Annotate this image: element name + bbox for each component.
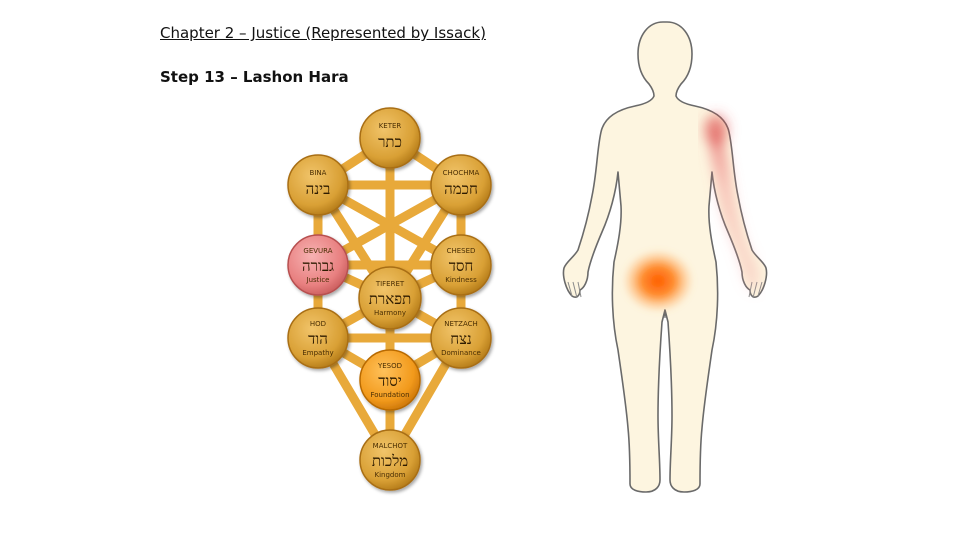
node-hod-name: HOD	[310, 320, 326, 328]
node-malchut-name: MALCHOT	[373, 442, 408, 450]
node-gevura-meaning: Justice	[306, 276, 330, 284]
node-chesed-hebrew: חסד	[449, 257, 474, 275]
node-bina: BINA בינה	[287, 154, 349, 216]
node-tiferet-name: TIFERET	[375, 280, 405, 288]
node-chesed-name: CHESED	[447, 247, 476, 255]
node-yesod-meaning: Foundation	[370, 391, 409, 399]
hip-pain-highlight	[622, 249, 694, 313]
node-gevura-name: GEVURA	[303, 247, 332, 255]
node-tiferet-hebrew: תפארת	[369, 290, 412, 308]
node-tiferet-meaning: Harmony	[374, 309, 406, 317]
node-netzach-name: NETZACH	[444, 320, 478, 328]
node-keter-hebrew: כתר	[378, 133, 402, 151]
node-yesod-name: YESOD	[377, 362, 402, 370]
node-chesed-meaning: Kindness	[445, 276, 477, 284]
node-yesod-hebrew: יסוד	[378, 372, 402, 390]
node-netzach-hebrew: נצח	[450, 330, 472, 348]
node-malchut: MALCHOT מלכות Kingdom	[359, 429, 421, 491]
node-chochma-hebrew: חכמה	[444, 180, 478, 198]
node-netzach-meaning: Dominance	[441, 349, 481, 357]
left-hand-fingers	[567, 281, 582, 299]
right-arm-pain-highlight	[704, 114, 760, 292]
node-chochma-name: CHOCHMA	[443, 169, 480, 177]
node-chochma: CHOCHMA חכמה	[430, 154, 492, 216]
node-hod-meaning: Empathy	[302, 349, 333, 357]
node-netzach: NETZACH נצח Dominance	[430, 307, 492, 369]
node-hod: HOD הוד Empathy	[287, 307, 349, 369]
node-bina-hebrew: בינה	[306, 180, 331, 198]
node-gevura: GEVURA גבורה Justice	[287, 234, 349, 296]
node-keter-name: KETER	[379, 122, 402, 130]
node-malchut-meaning: Kingdom	[375, 471, 406, 479]
step-subtitle: Step 13 – Lashon Hara	[160, 68, 349, 86]
page-title: Chapter 2 – Justice (Represented by Issa…	[160, 24, 486, 42]
node-bina-name: BINA	[310, 169, 327, 177]
node-chesed: CHESED חסד Kindness	[430, 234, 492, 296]
node-hod-hebrew: הוד	[308, 330, 328, 348]
node-yesod: YESOD יסוד Foundation	[359, 349, 421, 411]
node-tiferet: TIFERET תפארת Harmony	[358, 266, 422, 330]
node-keter: KETER כתר	[359, 107, 421, 169]
node-gevura-hebrew: גבורה	[302, 257, 334, 275]
node-malchut-hebrew: מלכות	[372, 452, 408, 470]
